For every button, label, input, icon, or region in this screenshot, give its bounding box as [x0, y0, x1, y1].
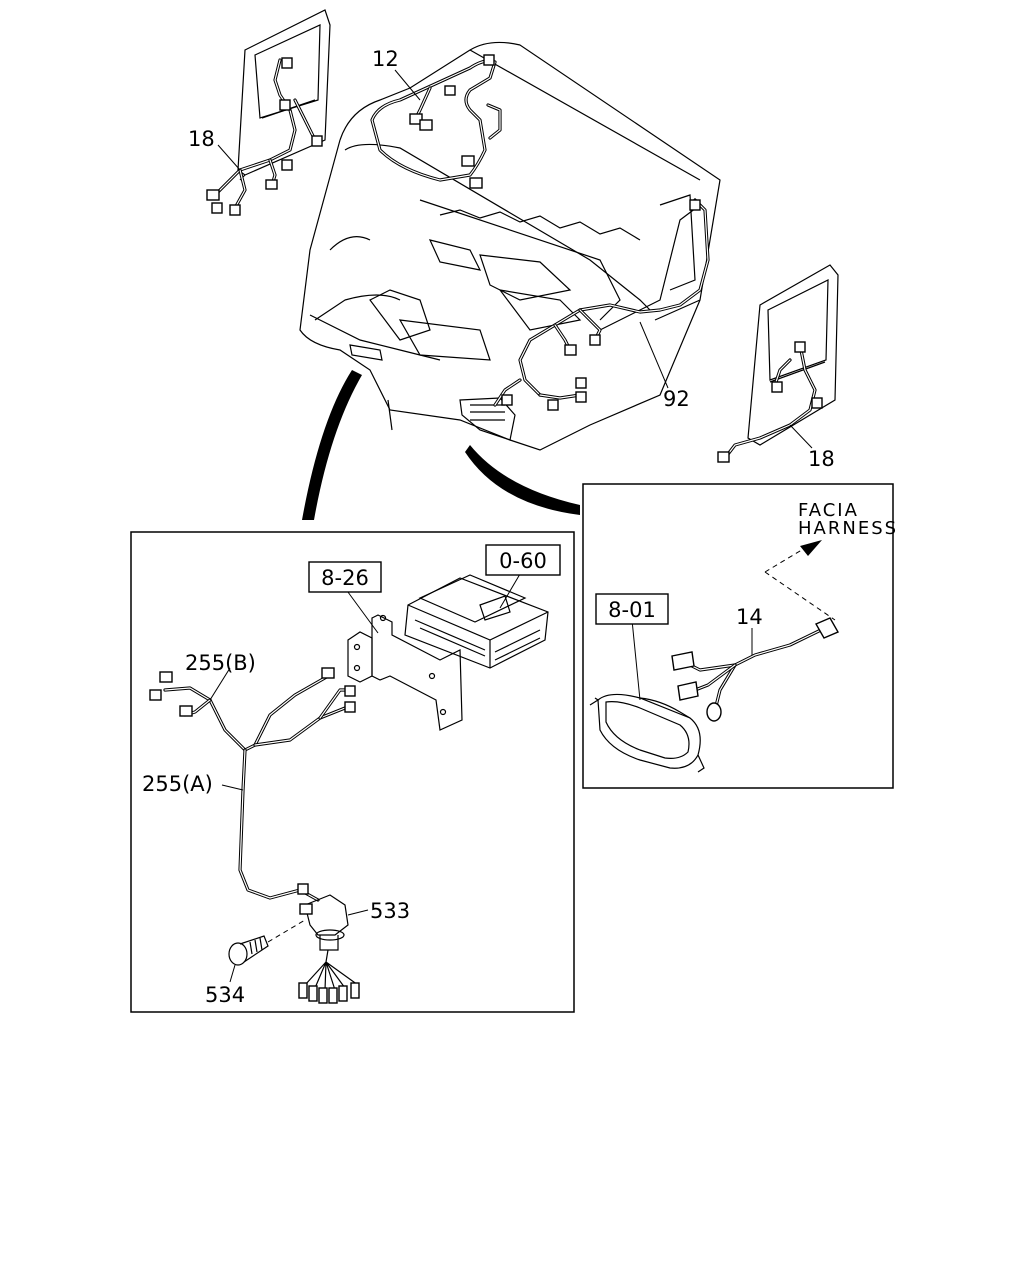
ref-8-01-text: 8-01 — [608, 598, 656, 622]
harness-14 — [671, 617, 839, 722]
harness-92 — [493, 198, 710, 411]
facia-harness-arrow — [764, 540, 836, 621]
left-door-harness-18 — [206, 57, 323, 216]
callout-14: 14 — [736, 605, 763, 629]
callout-533: 533 — [370, 899, 410, 923]
ref-box-8-26 — [308, 561, 382, 593]
callout-18-right: 18 — [808, 447, 835, 471]
facia-label-line2: HARNESS — [798, 518, 898, 539]
detail-box-right — [582, 483, 894, 789]
detail-box-left — [130, 531, 575, 1013]
ref-box-0-60 — [485, 544, 561, 576]
callouts: 12 18 18 92 255(B) 255(A) 533 534 14 FAC… — [142, 47, 898, 1007]
right-door — [747, 264, 839, 446]
facia-label-line1: FACIA — [798, 500, 859, 521]
ecu-module — [347, 574, 549, 731]
callout-255a: 255(A) — [142, 772, 213, 796]
callout-92: 92 — [663, 387, 690, 411]
detail-pointers — [302, 370, 580, 520]
callout-534: 534 — [205, 983, 245, 1007]
ref-box-8-01 — [595, 593, 669, 625]
headlamp — [589, 619, 705, 773]
ref-0-60-text: 0-60 — [499, 549, 547, 573]
bolt-534 — [228, 919, 306, 983]
clamp-533 — [298, 894, 369, 1004]
harness-255 — [149, 667, 356, 902]
callout-18-left: 18 — [188, 127, 215, 151]
callout-12: 12 — [372, 47, 399, 71]
roof-harness-12 — [370, 54, 502, 189]
ref-8-26-text: 8-26 — [321, 566, 369, 590]
cab-body — [299, 41, 721, 451]
right-door-harness-18 — [717, 341, 823, 463]
callout-255b: 255(B) — [185, 651, 256, 675]
reference-boxes: 8-26 0-60 8-01 — [308, 544, 669, 625]
